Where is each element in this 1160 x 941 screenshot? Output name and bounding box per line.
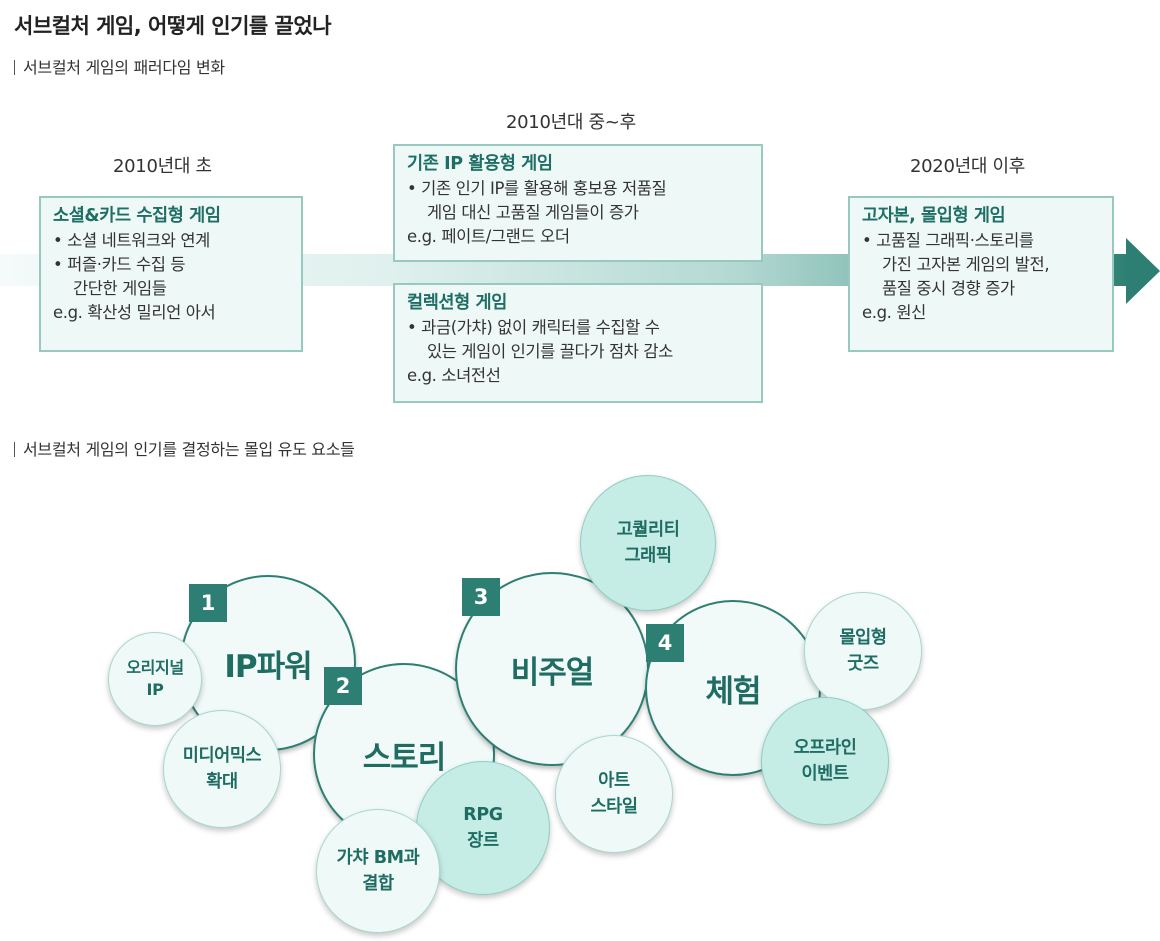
era-label-mid-late-2010s: 2010년대 중~후 bbox=[506, 112, 636, 133]
element-label: 비주얼 bbox=[510, 654, 595, 691]
era-box-collection: 컬렉션형 게임 • 과금(가챠) 없이 캐릭터를 수집할 수 있는 게임이 인기… bbox=[393, 283, 763, 403]
number-badge-1: 1 bbox=[189, 584, 227, 622]
era-box-social-card: 소셜&카드 수집형 게임 • 소셜 네트워크와 연계 • 퍼즐·카드 수집 등 … bbox=[39, 196, 303, 352]
timeline-arrowhead bbox=[1126, 238, 1160, 304]
box-title: 소셜&카드 수집형 게임 bbox=[53, 206, 221, 226]
box-line: • 퍼즐·카드 수집 등 bbox=[53, 255, 186, 274]
element-label: 스토리 bbox=[362, 739, 447, 776]
page-title: 서브컬처 게임, 어떻게 인기를 끌었나 bbox=[14, 14, 332, 38]
sub-circle-offline-events: 오프라인 이벤트 bbox=[761, 697, 889, 825]
box-title: 고자본, 몰입형 게임 bbox=[862, 206, 1006, 226]
box-line: 가진 고자본 게임의 발전, bbox=[882, 255, 1050, 274]
box-line: • 소셜 네트워크와 연계 bbox=[53, 231, 210, 250]
box-example: e.g. 페이트/그랜드 오더 bbox=[407, 227, 570, 246]
number-badge-3: 3 bbox=[462, 578, 500, 616]
box-title: 기존 IP 활용형 게임 bbox=[407, 154, 553, 174]
sub-circle-art-style: 아트 스타일 bbox=[555, 735, 673, 853]
box-line: • 기존 인기 IP를 활용해 홍보용 저품질 bbox=[407, 179, 667, 198]
era-label-2020s: 2020년대 이후 bbox=[910, 156, 1026, 177]
subtitle-text: 서브컬처 게임의 패러다임 변화 bbox=[23, 58, 225, 77]
number-badge-2: 2 bbox=[324, 667, 362, 705]
sub-circle-immersive-goods: 몰입형 굿즈 bbox=[804, 592, 922, 710]
sub-circle-high-quality-graphics: 고퀄리티 그래픽 bbox=[580, 475, 716, 611]
box-line: • 고품질 그래픽·스토리를 bbox=[862, 231, 1034, 250]
subtitle-text: 서브컬처 게임의 인기를 결정하는 몰입 유도 요소들 bbox=[23, 440, 355, 459]
era-label-early-2010s: 2010년대 초 bbox=[113, 156, 212, 177]
era-box-high-capital: 고자본, 몰입형 게임 • 고품질 그래픽·스토리를 가진 고자본 게임의 발전… bbox=[848, 196, 1114, 352]
box-line: 품질 중시 경향 증가 bbox=[882, 279, 1015, 298]
sub-circle-media-mix: 미디어믹스 확대 bbox=[163, 710, 281, 828]
box-line: 있는 게임이 인기를 끌다가 점차 감소 bbox=[427, 342, 673, 361]
box-line: 게임 대신 고품질 게임들이 증가 bbox=[427, 203, 639, 222]
era-box-existing-ip: 기존 IP 활용형 게임 • 기존 인기 IP를 활용해 홍보용 저품질 게임 … bbox=[393, 144, 763, 262]
subtitle-divider bbox=[14, 442, 15, 457]
box-title: 컬렉션형 게임 bbox=[407, 293, 507, 313]
section-subtitle-paradigm: 서브컬처 게임의 패러다임 변화 bbox=[14, 54, 225, 78]
box-example: e.g. 원신 bbox=[862, 303, 926, 322]
box-line: • 과금(가챠) 없이 캐릭터를 수집할 수 bbox=[407, 318, 660, 337]
box-example: e.g. 확산성 밀리언 아서 bbox=[53, 303, 216, 322]
box-example: e.g. 소녀전선 bbox=[407, 366, 501, 385]
number-badge-4: 4 bbox=[646, 624, 684, 662]
sub-circle-original-ip: 오리지널 IP bbox=[108, 632, 202, 726]
section-subtitle-elements: 서브컬처 게임의 인기를 결정하는 몰입 유도 요소들 bbox=[14, 436, 355, 460]
subtitle-divider bbox=[14, 60, 15, 75]
sub-circle-gacha-bm: 가챠 BM과 결합 bbox=[316, 809, 440, 933]
element-label: IP파워 bbox=[224, 648, 312, 685]
box-line: 간단한 게임들 bbox=[73, 279, 167, 298]
element-label: 체험 bbox=[705, 673, 761, 710]
